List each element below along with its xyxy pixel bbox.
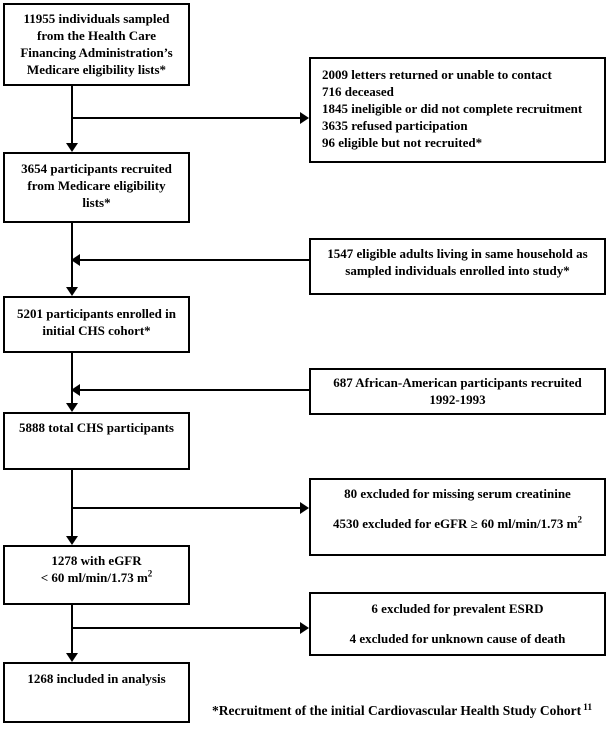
- text-line: 3654 participants recruited: [21, 161, 172, 176]
- text-line: Medicare eligibility lists*: [26, 62, 167, 77]
- flow-box-sampled-individuals: 11955 individuals sampled from the Health…: [3, 3, 190, 86]
- text-line: lists*: [82, 195, 111, 210]
- text-line: 4 excluded for unknown cause of death: [349, 631, 566, 646]
- footnote-text: *Recruitment of the initial Cardiovascul…: [212, 703, 582, 718]
- text-line: 716 deceased: [322, 84, 394, 99]
- connector-branch-5: [72, 627, 300, 629]
- flow-box-low-egfr: 1278 with eGFR< 60 ml/min/1.73 m2: [3, 545, 190, 605]
- footnote: *Recruitment of the initial Cardiovascul…: [212, 703, 592, 719]
- arrow-right-icon: [300, 502, 309, 514]
- connector-vertical-1: [71, 85, 73, 143]
- side-box-household-adults: 1547 eligible adults living in same hous…: [309, 238, 606, 295]
- side-box-excluded-creatinine-egfr: 80 excluded for missing serum creatinine…: [309, 478, 606, 556]
- arrow-down-icon: [66, 536, 78, 545]
- text-line: 11955 individuals sampled: [23, 11, 170, 26]
- connector-branch-4: [72, 507, 300, 509]
- flow-box-initial-cohort: 5201 participants enrolled in initial CHS…: [3, 296, 190, 353]
- text-line: 6 excluded for prevalent ESRD: [371, 601, 544, 616]
- arrow-down-icon: [66, 143, 78, 152]
- flow-box-included-in-analysis: 1268 included in analysis: [3, 662, 190, 723]
- connector-branch-2: [80, 259, 309, 261]
- text-line: 5888 total CHS participants: [19, 420, 174, 435]
- flow-box-total-participants: 5888 total CHS participants: [3, 412, 190, 470]
- connector-vertical-3: [71, 353, 73, 404]
- connector-vertical-4: [71, 470, 73, 537]
- arrow-left-icon: [71, 254, 80, 266]
- text-line: 5201 participants enrolled in: [16, 306, 177, 321]
- side-box-not-recruited: 2009 letters returned or unable to conta…: [309, 57, 606, 163]
- text-line: from Medicare eligibility: [27, 178, 166, 193]
- superscript: 2: [147, 568, 153, 579]
- text-line: 1845 ineligible or did not complete recr…: [322, 101, 583, 116]
- arrow-down-icon: [66, 287, 78, 296]
- text-line: 687 African-American participants recrui…: [333, 375, 582, 390]
- flow-box-participants-recruited: 3654 participants recruited from Medicare…: [3, 152, 190, 223]
- connector-branch-3: [80, 389, 309, 391]
- text-line: 1992-1993: [429, 392, 486, 407]
- footnote-citation-superscript: 11: [583, 702, 593, 713]
- text-line: 1268 included in analysis: [27, 671, 166, 686]
- arrow-right-icon: [300, 112, 309, 124]
- side-box-african-american-recruited: 687 African-American participants recrui…: [309, 368, 606, 415]
- text-line: 1547 eligible adults living in same hous…: [327, 246, 588, 261]
- text-line: 3635 refused participation: [322, 118, 468, 133]
- text-line: 1278 with eGFR: [51, 553, 142, 568]
- text-line: Financing Administration’s: [20, 45, 173, 60]
- text-line: initial CHS cohort*: [42, 323, 151, 338]
- text-line: 2009 letters returned or unable to conta…: [322, 67, 552, 82]
- arrow-left-icon: [71, 384, 80, 396]
- arrow-down-icon: [66, 653, 78, 662]
- text-line: sampled individuals enrolled into study*: [345, 263, 570, 278]
- text-line: 4530 excluded for eGFR ≥ 60 ml/min/1.73 …: [333, 514, 583, 531]
- text-line: < 60 ml/min/1.73 m2: [40, 568, 153, 585]
- text-line: 80 excluded for missing serum creatinine: [344, 486, 571, 501]
- text-line: 96 eligible but not recruited*: [322, 135, 483, 150]
- arrow-right-icon: [300, 622, 309, 634]
- text-line: from the Health Care: [36, 28, 157, 43]
- superscript: 2: [577, 514, 583, 525]
- arrow-down-icon: [66, 403, 78, 412]
- connector-branch-1: [72, 117, 300, 119]
- side-box-excluded-esrd-death: 6 excluded for prevalent ESRD 4 excluded …: [309, 592, 606, 656]
- connector-vertical-5: [71, 605, 73, 654]
